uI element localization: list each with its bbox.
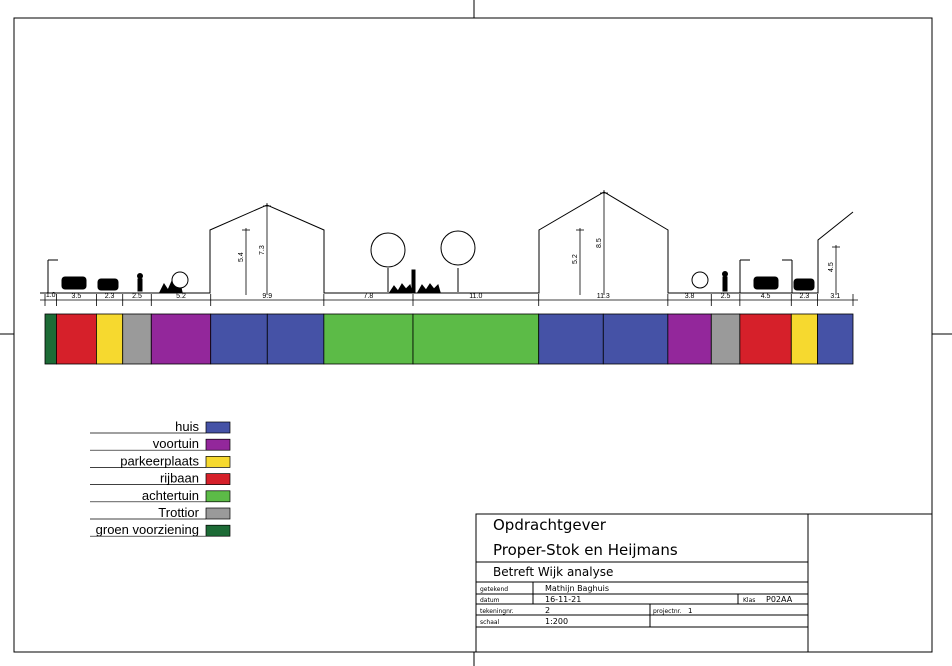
dimension-label: 2.3 — [800, 293, 810, 300]
bush-icon — [691, 271, 709, 289]
legend: huis voortuin parkeerplaats rijbaan achtertu… — [90, 419, 231, 537]
height-label: 5.4 — [238, 252, 245, 262]
bar-segment-achtertuin — [323, 313, 414, 365]
bar-segment-voortuin — [667, 313, 712, 365]
dimension-label: 3.1 — [830, 293, 840, 300]
drawing-no-label: tekeningnr. — [480, 608, 514, 615]
legend-swatch — [205, 490, 231, 503]
project-no-value: 1 — [688, 607, 692, 615]
street-icons — [47, 259, 815, 293]
legend-swatch — [205, 473, 231, 485]
bar-segment-parkeerplaats — [96, 313, 124, 365]
bar-segment-rijbaan — [739, 313, 792, 365]
lamp-post-icon — [47, 259, 58, 293]
bar-segment-huis — [210, 313, 268, 365]
client-name: Proper-Stok en Heijmans — [493, 541, 678, 559]
class-label: Klas — [743, 597, 755, 604]
bar-segment-trottior — [710, 313, 741, 365]
car-icon — [61, 276, 87, 290]
legend-swatch — [205, 438, 231, 451]
client-label: Opdrachtgever — [493, 516, 607, 534]
dimension-label: 3.8 — [685, 293, 695, 300]
legend-label: rijbaan — [160, 471, 199, 486]
legend-label: huis — [175, 419, 199, 434]
legend-swatch — [205, 524, 231, 537]
tree-icon — [370, 232, 406, 292]
date-value: 16-11-21 — [545, 595, 581, 604]
dimension-label: 1.0 — [46, 292, 56, 299]
person-icon — [137, 273, 143, 292]
height-label: 4.5 — [828, 262, 835, 272]
legend-label: achtertuin — [142, 488, 199, 503]
dimension-label: 4.5 — [761, 293, 771, 300]
bar-segment-huis — [602, 313, 669, 365]
date-label: datum — [480, 597, 500, 604]
drawn-value: Mathijn Baghuis — [545, 584, 609, 593]
scale-value: 1:200 — [545, 617, 568, 626]
land-use-bar — [44, 313, 854, 365]
legend-label: Trottior — [158, 505, 199, 520]
drawn-label: getekend — [480, 586, 508, 593]
post-icon — [411, 269, 416, 293]
height-label: 8.5 — [596, 238, 603, 248]
lamp-post-icon — [739, 259, 750, 293]
class-value: P02AA — [766, 595, 793, 604]
legend-label: voortuin — [153, 436, 199, 451]
sheet-border — [13, 17, 933, 653]
dimension-label: 2.5 — [132, 293, 142, 300]
dimension-label: 5.2 — [176, 293, 186, 300]
dimension-label: 2.3 — [105, 293, 115, 300]
legend-label: groen voorziening — [96, 522, 199, 537]
scale-label: schaal — [480, 619, 500, 626]
dimension-label: 2.5 — [721, 293, 731, 300]
bar-segment-trottior — [122, 313, 152, 365]
car-icon — [97, 278, 119, 291]
project-no-label: projectnr. — [653, 608, 682, 615]
bar-segment-huis — [266, 313, 325, 365]
house-profiles — [40, 191, 854, 294]
subject: Betreft Wijk analyse — [493, 565, 613, 579]
bush-icon — [171, 271, 189, 289]
dimension-ticks — [44, 294, 854, 306]
dimension-label: 11.0 — [469, 293, 482, 300]
legend-label: parkeerplaats — [120, 453, 199, 468]
height-dimensions — [242, 190, 840, 295]
section-outline — [40, 191, 854, 294]
bar-segment-huis — [538, 313, 604, 365]
person-icon — [722, 271, 728, 292]
shrub-icon — [389, 283, 413, 293]
height-label: 5.2 — [572, 254, 579, 264]
tree-icons — [171, 230, 709, 292]
legend-swatch — [205, 456, 231, 468]
car-icon — [753, 276, 779, 290]
dimension-label: 7.8 — [364, 293, 374, 300]
bar-segment-rijbaan — [56, 313, 97, 365]
car-icon — [793, 278, 815, 291]
drawing-no-value: 2 — [545, 606, 550, 615]
lamp-post-icon — [782, 259, 793, 293]
title-block-text: Opdrachtgever Proper-Stok en Heijmans Be… — [480, 516, 793, 626]
tree-icon — [440, 230, 476, 292]
legend-swatch — [205, 421, 231, 434]
bar-segment-groen — [44, 313, 57, 365]
dimension-label: 9.9 — [262, 293, 272, 300]
dimension-labels: 1.0 3.5 2.3 2.5 5.2 9.9 7.8 11.0 11.3 3.8 2.5 4.5 2.… — [46, 292, 840, 300]
bar-segment-parkeerplaats — [790, 313, 818, 365]
bar-segment-voortuin — [150, 313, 212, 365]
legend-swatch — [205, 507, 231, 520]
shrub-icon — [417, 283, 441, 293]
height-label: 7.3 — [259, 245, 266, 255]
title-block — [475, 513, 933, 653]
dimension-label: 11.3 — [597, 293, 610, 300]
dimension-label: 3.5 — [72, 293, 82, 300]
bar-segment-huis — [817, 313, 854, 365]
bar-segment-achtertuin — [412, 313, 540, 365]
